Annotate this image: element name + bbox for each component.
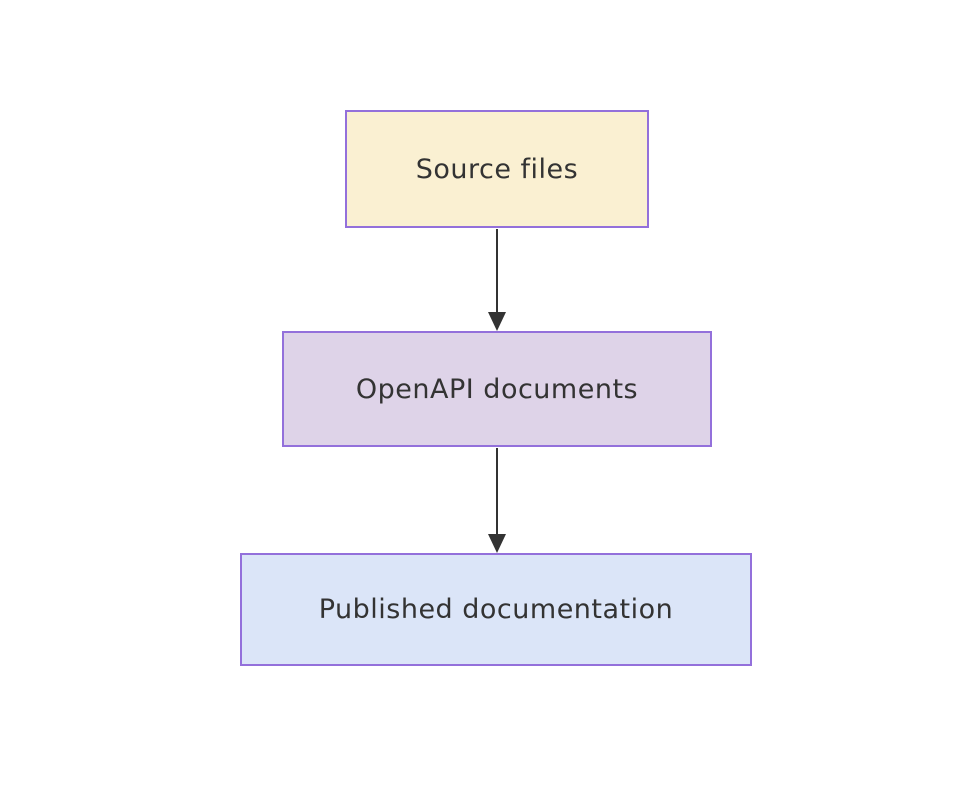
node-openapi-documents: OpenAPI documents xyxy=(282,331,712,447)
node-openapi-documents-label: OpenAPI documents xyxy=(355,373,639,405)
edge-source-to-openapi xyxy=(488,229,506,331)
node-published-documentation: Published documentation xyxy=(240,553,752,666)
arrowhead-icon xyxy=(488,312,506,331)
node-published-documentation-label: Published documentation xyxy=(318,594,674,625)
node-source-files: Source files xyxy=(345,110,649,228)
arrowhead-icon xyxy=(488,534,506,553)
node-source-files-label: Source files xyxy=(415,153,579,185)
edge-openapi-to-published xyxy=(488,448,506,553)
